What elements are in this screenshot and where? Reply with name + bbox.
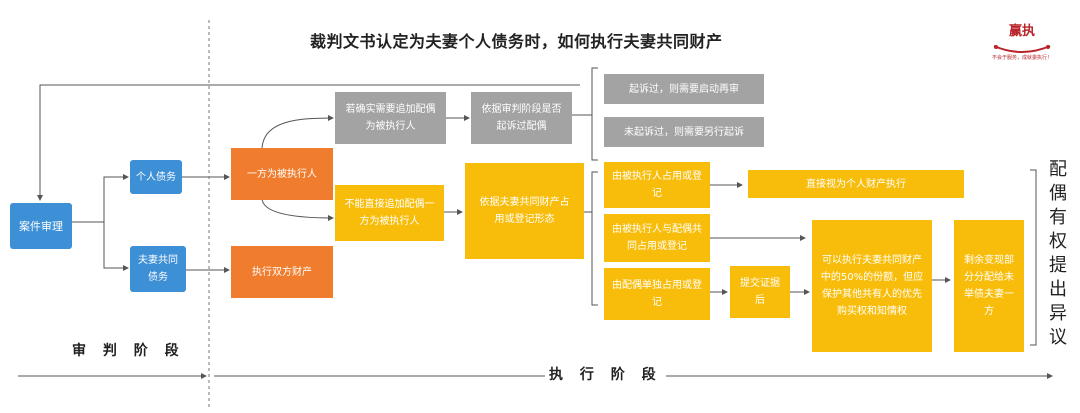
debtor-possess-node: 由被执行人占用或登记 xyxy=(604,162,710,208)
page-title: 裁判文书认定为夫妻个人债务时，如何执行夫妻共同财产 xyxy=(310,32,723,51)
submit-evidence-node: 提交证据后 xyxy=(730,266,790,318)
joint-possess-node: 由被执行人与配偶共同占用或登记 xyxy=(604,214,710,262)
logo-arc-icon xyxy=(993,45,1051,53)
spouse-objection-label: 配偶有权提出异议 xyxy=(1049,159,1067,348)
not-sued-sue-node: 未起诉过，则需要另行起诉 xyxy=(604,117,764,147)
logo: 赢执 不会于服务，成就委执行！ xyxy=(984,20,1060,66)
sued-retrial-node: 起诉过，则需要启动再审 xyxy=(604,74,764,104)
remainder-node: 剩余变现部分分配给未举债夫妻一方 xyxy=(954,220,1024,352)
execute-share-node: 可以执行夫妻共同财产中的50%的份额，但应保护其他共有人的优先购买权和知情权 xyxy=(812,220,932,352)
execution-stage-label: 执 行 阶 段 xyxy=(545,364,666,384)
logo-text: 赢执 xyxy=(1008,24,1035,39)
personal-debt-node: 个人债务 xyxy=(130,160,182,194)
by-possession-node: 依据夫妻共同财产占用或登记形态 xyxy=(465,163,584,259)
one-party-node: 一方为被执行人 xyxy=(231,148,333,200)
case-trial-node: 案件审理 xyxy=(10,203,72,249)
both-property-node: 执行双方财产 xyxy=(231,246,333,298)
joint-debt-node: 夫妻共同债务 xyxy=(130,246,186,292)
logo-subtitle: 不会于服务，成就委执行！ xyxy=(991,55,1052,61)
treat-personal-node: 直接视为个人财产执行 xyxy=(748,170,964,198)
spouse-possess-node: 由配偶单独占用或登记 xyxy=(604,268,710,320)
no-add-spouse-node: 不能直接追加配偶一方为被执行人 xyxy=(335,185,444,241)
add-spouse-node: 若确实需要追加配偶为被执行人 xyxy=(335,92,446,144)
trial-stage-label: 审 判 阶 段 xyxy=(72,343,185,359)
judge-sued-node: 依据审判阶段是否起诉过配偶 xyxy=(471,92,572,144)
